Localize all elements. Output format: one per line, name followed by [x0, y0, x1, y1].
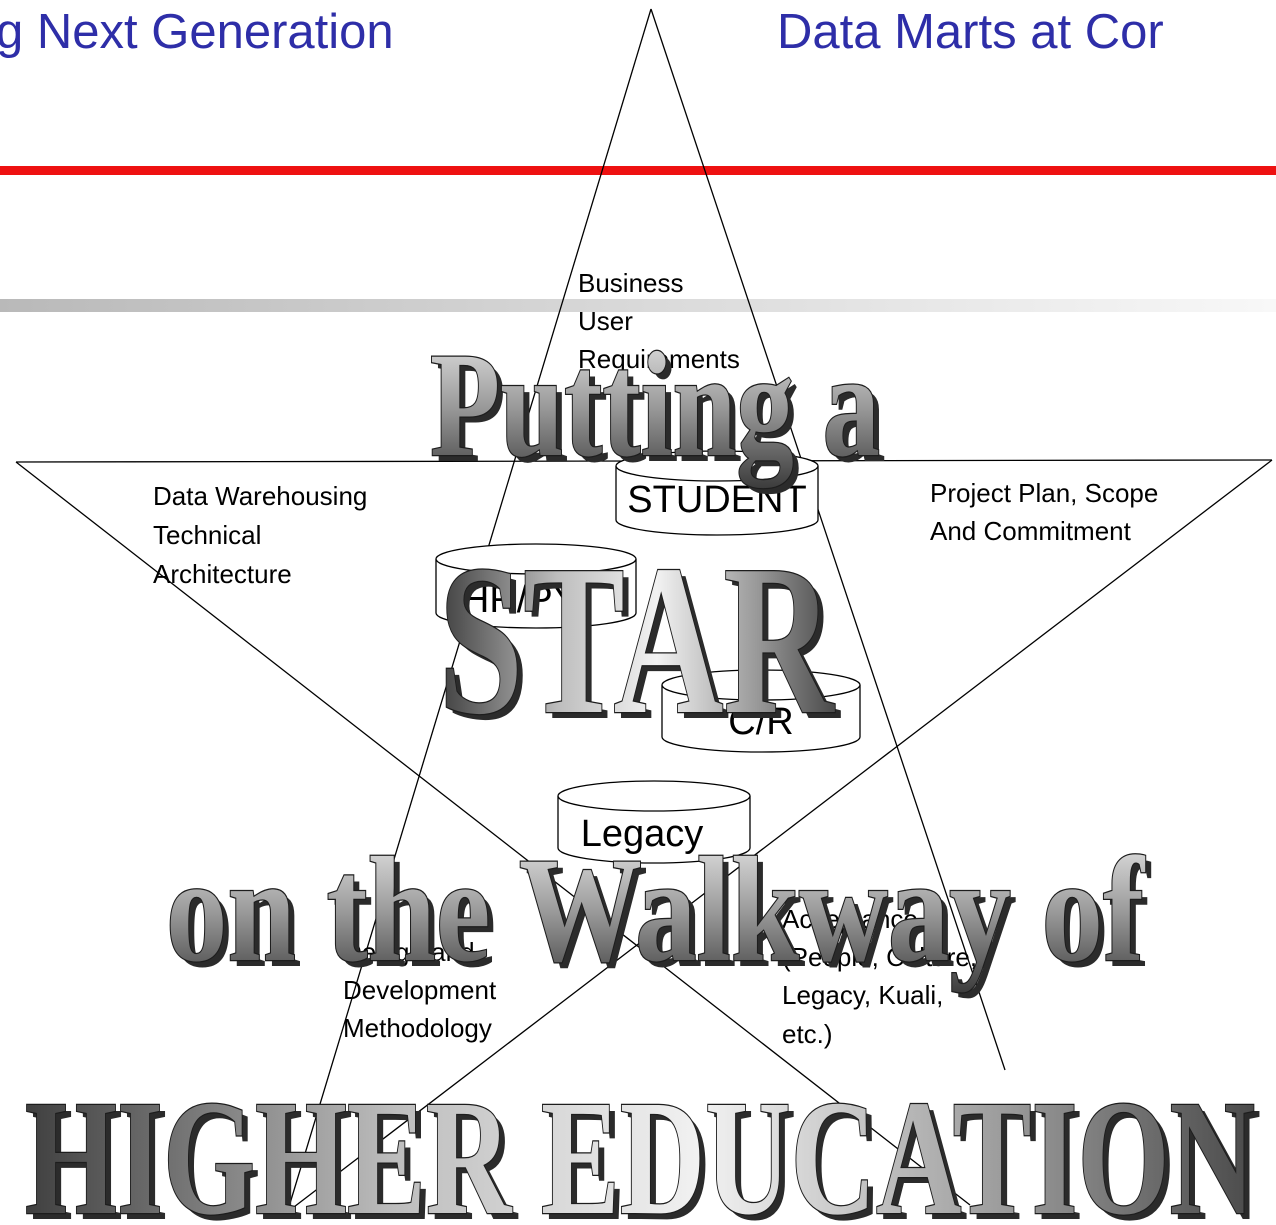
db-hrpy-label: HR/PY	[462, 579, 578, 621]
wordart-walkway: on the Walkway of on the Walkway of	[165, 826, 1152, 999]
label-left-3: Architecture	[153, 559, 292, 589]
label-left-1: Data Warehousing	[153, 481, 367, 511]
svg-text:HIGHER EDUCATION: HIGHER EDUCATION	[25, 1066, 1255, 1225]
title-right: Data Marts at Cor	[777, 5, 1164, 59]
svg-text:on the Walkway of: on the Walkway of	[166, 827, 1146, 993]
label-right-2: And Commitment	[930, 516, 1132, 546]
label-bottom-left-2: Development	[343, 975, 497, 1005]
label-bottom-right-4: etc.)	[782, 1019, 833, 1049]
db-legacy: Legacy	[557, 780, 751, 864]
svg-text:Putting a: Putting a	[436, 328, 886, 494]
label-bottom-right-2: (People, Culture,	[782, 942, 977, 972]
svg-text:STAR: STAR	[445, 526, 842, 765]
star-outline	[15, 8, 1273, 1211]
label-top: Business User Requirements	[578, 268, 740, 374]
label-bottom-left-3: Methodology	[343, 1013, 492, 1043]
label-top-2: User	[578, 306, 633, 336]
label-bottom-left: Design and Development Methodology	[343, 937, 497, 1043]
label-bottom-right-1: Acceptance	[782, 904, 918, 934]
title-left: g Next Generation	[0, 5, 394, 59]
db-student: STUDENT	[615, 450, 819, 536]
db-cr: C/R	[661, 669, 861, 753]
svg-text:STAR: STAR	[439, 520, 836, 759]
label-left-2: Technical	[153, 520, 261, 550]
red-rule	[0, 166, 1276, 175]
label-left: Data Warehousing Technical Architecture	[153, 481, 367, 589]
svg-text:HIGHER EDUCATION: HIGHER EDUCATION	[31, 1072, 1261, 1225]
wordart-putting-a: Putting a Putting a	[429, 321, 886, 494]
db-hrpy: HR/PY	[435, 543, 637, 629]
db-legacy-label: Legacy	[581, 813, 704, 855]
label-top-1: Business	[578, 268, 684, 298]
label-bottom-right: Acceptance (People, Culture, Legacy, Kua…	[782, 904, 977, 1049]
gray-rule	[0, 299, 1276, 312]
label-right: Project Plan, Scope And Commitment	[930, 478, 1158, 546]
db-student-label: STUDENT	[627, 479, 806, 521]
wordart-higher-education: HIGHER EDUCATION HIGHER EDUCATION	[24, 1065, 1261, 1225]
wordart-star: STAR STAR	[437, 519, 842, 765]
label-right-1: Project Plan, Scope	[930, 478, 1158, 508]
svg-text:Putting a: Putting a	[430, 322, 880, 488]
label-bottom-left-1: Design and	[343, 937, 475, 967]
svg-text:on the Walkway of: on the Walkway of	[172, 833, 1152, 999]
label-bottom-right-3: Legacy, Kuali,	[782, 980, 943, 1010]
db-cr-label: C/R	[728, 701, 793, 743]
label-top-3: Requirements	[578, 344, 740, 374]
